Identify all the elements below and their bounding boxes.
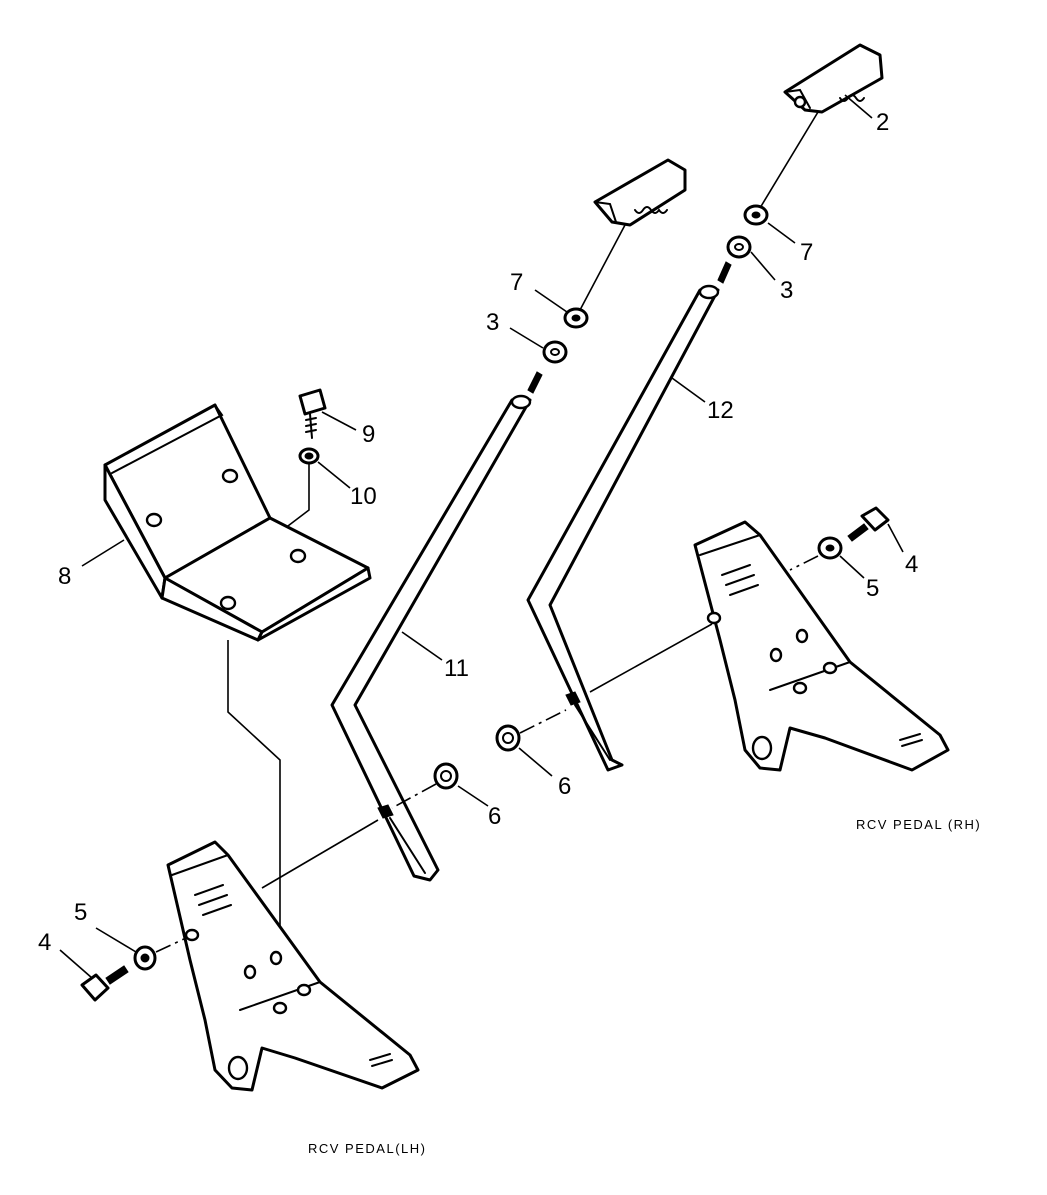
nut-7-right bbox=[743, 204, 769, 226]
washer-5-right bbox=[817, 536, 843, 560]
caption-rcv-pedal-lh: RCV PEDAL(LH) bbox=[308, 1141, 426, 1156]
pedal-rod-11 bbox=[330, 394, 532, 882]
mounting-bracket-8 bbox=[103, 403, 372, 642]
washer-3-left bbox=[542, 340, 568, 364]
callout-7-right: 7 bbox=[800, 239, 813, 266]
washer-5-left bbox=[133, 945, 157, 971]
callout-11: 11 bbox=[444, 655, 469, 682]
callout-9: 9 bbox=[362, 421, 375, 448]
callout-3-right: 3 bbox=[780, 277, 793, 304]
pedal-left-lh bbox=[166, 840, 420, 1092]
lock-washer-10 bbox=[298, 447, 320, 465]
callout-6-left: 6 bbox=[488, 803, 501, 830]
caption-rcv-pedal-rh: RCV PEDAL (RH) bbox=[856, 817, 981, 832]
nut-6-left bbox=[433, 762, 459, 790]
nut-6-right bbox=[495, 724, 521, 752]
pedal-right-rh bbox=[693, 520, 950, 772]
callout-6-right: 6 bbox=[558, 773, 571, 800]
callout-4-right: 4 bbox=[905, 551, 918, 578]
pedal-pad-right bbox=[783, 43, 884, 114]
callout-2: 2 bbox=[876, 109, 889, 136]
nut-7-left bbox=[563, 307, 589, 329]
pedal-pad-left bbox=[593, 158, 687, 227]
stud-left bbox=[527, 371, 543, 394]
callout-5-right: 5 bbox=[866, 575, 879, 602]
callout-5-left: 5 bbox=[74, 899, 87, 926]
callout-8: 8 bbox=[58, 563, 71, 590]
bolt-9 bbox=[298, 388, 327, 439]
bolt-4-right bbox=[847, 506, 890, 542]
pedal-rod-12 bbox=[526, 284, 720, 772]
stud-right bbox=[717, 261, 732, 284]
washer-3-right bbox=[726, 235, 752, 259]
callout-3-left: 3 bbox=[486, 309, 499, 336]
callout-12: 12 bbox=[707, 397, 734, 424]
callout-10: 10 bbox=[350, 483, 377, 510]
callout-7-left: 7 bbox=[510, 269, 523, 296]
callout-4-left: 4 bbox=[38, 929, 51, 956]
bolt-4-left bbox=[80, 965, 129, 1002]
